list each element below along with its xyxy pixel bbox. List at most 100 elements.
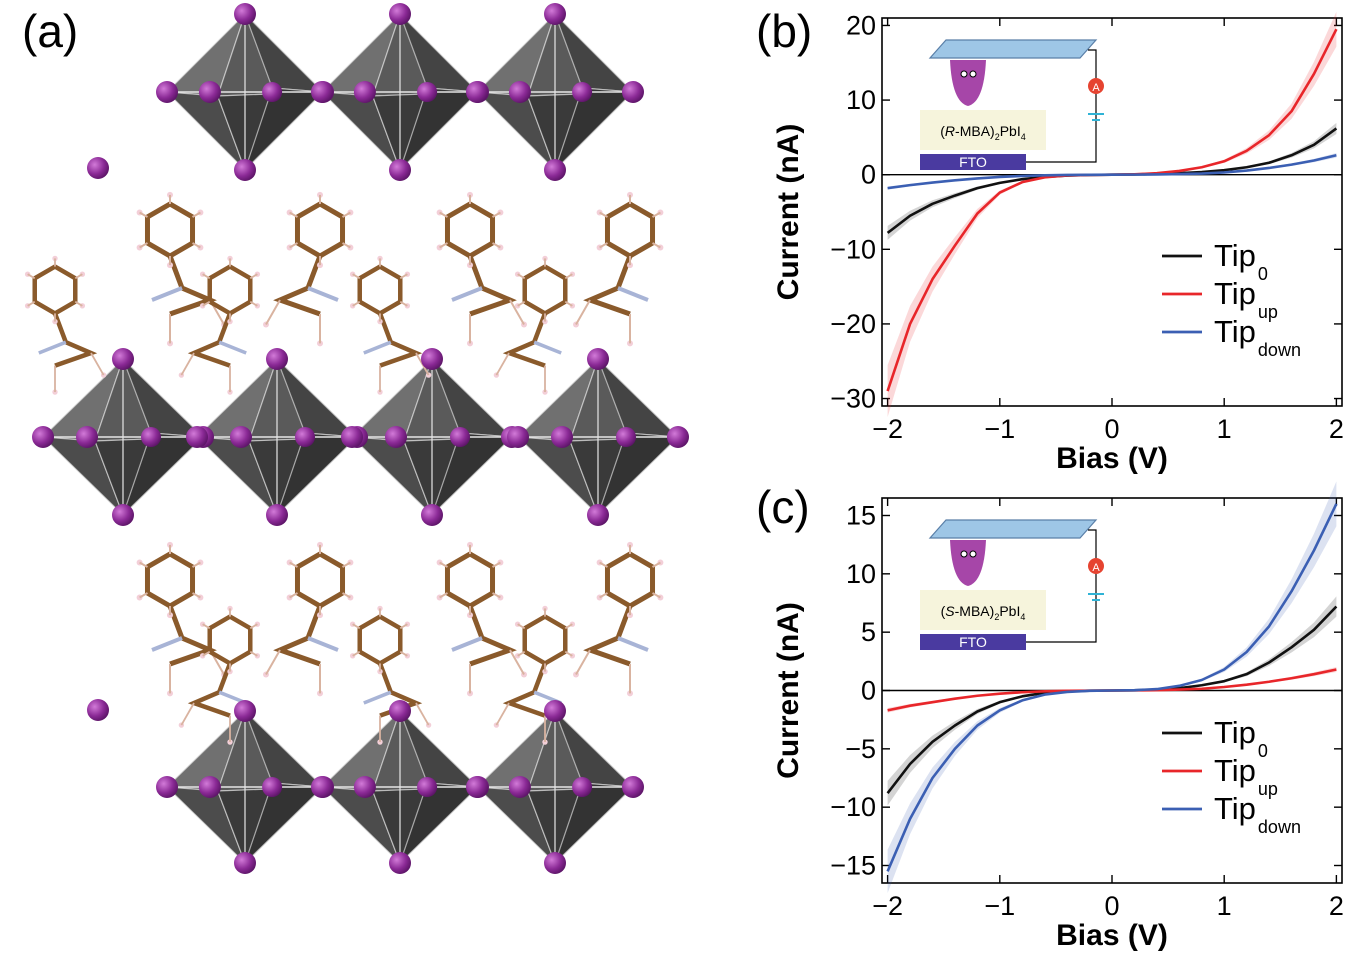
- ammeter: [1088, 558, 1104, 574]
- iodine-atom: [466, 81, 488, 103]
- panel-b-label: (b): [756, 5, 813, 57]
- iodine-atom: [266, 504, 288, 526]
- mba-cation: [263, 541, 354, 697]
- fto-label: FTO: [959, 154, 987, 170]
- circuit-wire: [1026, 49, 1097, 163]
- x-tick-label: 2: [1329, 891, 1344, 921]
- pbi6-octahedron: [475, 709, 635, 865]
- mba-cation: [349, 255, 432, 395]
- iodine-atom: [389, 700, 411, 722]
- sample-label: (S-MBA)2PbI4: [941, 603, 1026, 622]
- y-tick-label: −15: [830, 851, 876, 881]
- x-tick-label: −2: [872, 891, 903, 921]
- iodine-atom: [466, 776, 488, 798]
- iodine-atom: [198, 776, 221, 798]
- iodine-atom: [385, 426, 407, 448]
- crystal-structure-illustration: [24, 3, 689, 874]
- panel-a-label: (a): [22, 5, 79, 57]
- iodine-atom: [112, 348, 134, 370]
- iodine-atom: [295, 427, 315, 447]
- mba-cation: [493, 255, 576, 395]
- y-tick-label: 15: [846, 501, 876, 531]
- y-axis-label: Current (nA): [772, 124, 805, 301]
- panel-c-label: (c): [756, 481, 810, 533]
- iodine-atom: [544, 700, 566, 722]
- iodine-atom: [587, 504, 609, 526]
- mba-cation: [573, 191, 664, 347]
- iodine-atom: [450, 427, 470, 447]
- pbi6-octahedron: [516, 357, 680, 517]
- afm-tip: [950, 60, 986, 106]
- iodine-atom: [572, 777, 593, 797]
- mba-cation: [263, 191, 354, 347]
- iodine-atom: [544, 159, 566, 181]
- iodine-atom: [622, 776, 644, 798]
- iodine-atom: [544, 3, 566, 25]
- iodine-atom: [551, 426, 573, 448]
- series-line: [887, 154, 1337, 190]
- x-tick-label: 2: [1329, 414, 1344, 444]
- x-axis-label: Bias (V): [1056, 919, 1168, 952]
- iodine-atom: [587, 348, 609, 370]
- pbi6-octahedron: [350, 357, 514, 517]
- y-tick-label: 0: [861, 160, 876, 190]
- pbi6-octahedron: [320, 709, 480, 865]
- y-tick-label: 20: [846, 10, 876, 40]
- circuit-wire: [1026, 529, 1097, 643]
- x-axis-label: Bias (V): [1056, 442, 1168, 475]
- iodine-atom: [544, 852, 566, 874]
- y-tick-label: 10: [846, 559, 876, 589]
- ammeter: [1088, 78, 1104, 94]
- pbi6-octahedron: [165, 12, 325, 172]
- iodine-atom: [262, 777, 283, 797]
- iodine-atom: [262, 82, 283, 102]
- iodine-atom: [311, 81, 333, 103]
- iodine-atom: [230, 426, 252, 448]
- iodine-atom: [508, 81, 531, 103]
- y-tick-label: −5: [845, 734, 876, 764]
- iodine-atom: [353, 81, 376, 103]
- x-tick-label: 1: [1217, 891, 1232, 921]
- x-tick-label: 1: [1217, 414, 1232, 444]
- mba-cation: [436, 191, 527, 347]
- iodine-atom: [417, 82, 438, 102]
- pbi6-octahedron: [195, 357, 359, 517]
- iodine-atom: [156, 776, 178, 798]
- iodine-atom: [234, 3, 256, 25]
- x-tick-label: −2: [872, 414, 903, 444]
- y-tick-label: −10: [830, 234, 876, 264]
- x-tick-label: 0: [1104, 414, 1119, 444]
- afm-tip: [950, 540, 986, 586]
- y-tick-label: 5: [861, 617, 876, 647]
- mba-cation: [136, 191, 227, 347]
- sample-layer: [920, 110, 1046, 150]
- iodine-atom: [311, 776, 333, 798]
- pbi6-octahedron: [165, 709, 325, 865]
- x-tick-label: −1: [984, 414, 1015, 444]
- sample-label: (R-MBA)2PbI4: [940, 123, 1026, 142]
- iodine-atom: [186, 426, 208, 448]
- mba-cation: [136, 541, 227, 697]
- iodine-atom: [266, 348, 288, 370]
- iodine-atom: [234, 700, 256, 722]
- ammeter-label: A: [1092, 82, 1100, 94]
- iodine-atom: [389, 3, 411, 25]
- pbi6-octahedron: [475, 12, 635, 172]
- sample-layer: [920, 590, 1046, 630]
- iodine-atom: [76, 426, 98, 448]
- y-axis-label: Current (nA): [772, 602, 805, 779]
- iodine-atom: [112, 504, 134, 526]
- iodine-atom: [234, 159, 256, 181]
- y-tick-label: −20: [830, 309, 876, 339]
- iodine-atom: [507, 426, 529, 448]
- mba-cation: [24, 255, 107, 395]
- iodine-atom: [616, 427, 636, 447]
- mba-cation: [436, 541, 527, 697]
- iodine-atom: [622, 81, 644, 103]
- iodine-atom: [32, 426, 54, 448]
- series-line: [886, 503, 1338, 872]
- iodine-atom: [417, 777, 438, 797]
